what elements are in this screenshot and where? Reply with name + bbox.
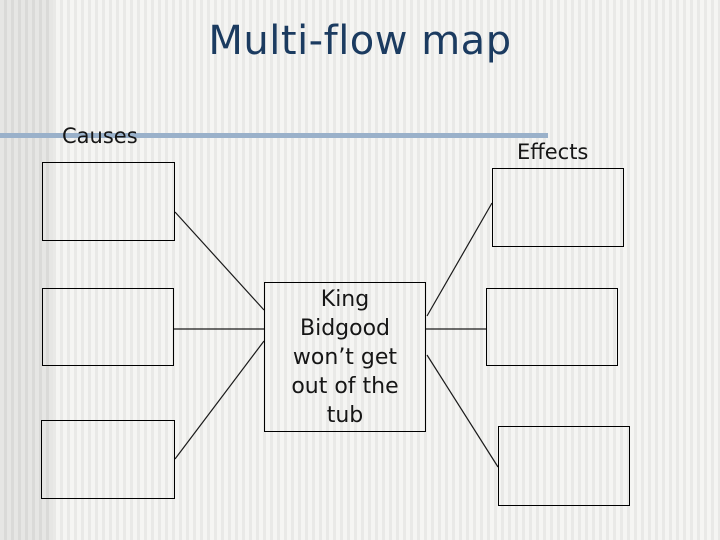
connector-cause-1-to-center: [174, 211, 265, 311]
center-event-text-line: King: [320, 286, 370, 312]
left-stripe-band: [0, 0, 53, 540]
connector-center-to-effect-1: [426, 202, 493, 317]
cause-box-3: [41, 420, 175, 499]
accent-rule: [0, 133, 548, 138]
center-event-text-line: Bidgood: [299, 315, 391, 341]
effects-label: Effects: [517, 140, 589, 164]
connector-cause-3-to-center: [174, 340, 265, 460]
center-event-text-line: out of the: [291, 373, 399, 399]
center-event-text-line: tub: [326, 402, 364, 428]
effect-box-1: [492, 168, 624, 247]
center-event-text-line: won’t get: [292, 344, 398, 370]
cause-box-2: [42, 288, 174, 366]
center-event-box: King Bidgood won’t get out of the tub: [264, 282, 426, 432]
connector-center-to-effect-3: [426, 354, 499, 468]
effect-box-3: [498, 426, 630, 506]
causes-label: Causes: [62, 124, 138, 148]
slide-title: Multi-flow map: [208, 18, 512, 64]
effect-box-2: [486, 288, 618, 366]
cause-box-1: [42, 162, 175, 241]
